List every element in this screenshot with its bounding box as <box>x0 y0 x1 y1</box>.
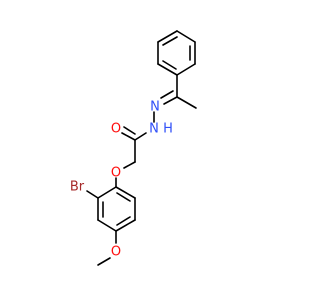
bond <box>116 216 131 226</box>
carbonyl-oxygen-label: O <box>111 122 121 137</box>
structure-canvas: O N H N O Br O <box>70 30 197 266</box>
atom-label-layer: O N H N O Br O <box>70 100 173 260</box>
bond <box>176 96 197 109</box>
amide-nitrogen-label: N <box>149 122 159 137</box>
bond <box>97 257 111 266</box>
bond <box>157 30 178 43</box>
bond <box>97 186 117 199</box>
bond <box>123 126 136 135</box>
ether-oxygen-label: O <box>111 166 121 181</box>
bromine-label: Br <box>70 180 85 195</box>
bond <box>162 60 177 70</box>
methoxy-oxygen-label: O <box>111 245 121 260</box>
bond <box>176 63 196 76</box>
imine-nitrogen-label: N <box>150 100 160 115</box>
bond <box>97 219 117 232</box>
bond <box>162 36 178 46</box>
bond <box>163 96 178 105</box>
bond <box>115 186 136 199</box>
bond-layer <box>86 30 197 266</box>
bond <box>176 30 196 43</box>
bond <box>115 219 136 232</box>
bond <box>116 192 131 202</box>
amide-hydrogen-label: H <box>163 122 173 137</box>
bond <box>160 90 174 99</box>
bond <box>157 63 178 76</box>
molecule-diagram: O N H N O Br O <box>70 30 197 266</box>
bond <box>134 132 147 141</box>
bond <box>86 190 99 199</box>
bond <box>123 161 136 169</box>
bond <box>121 132 136 141</box>
